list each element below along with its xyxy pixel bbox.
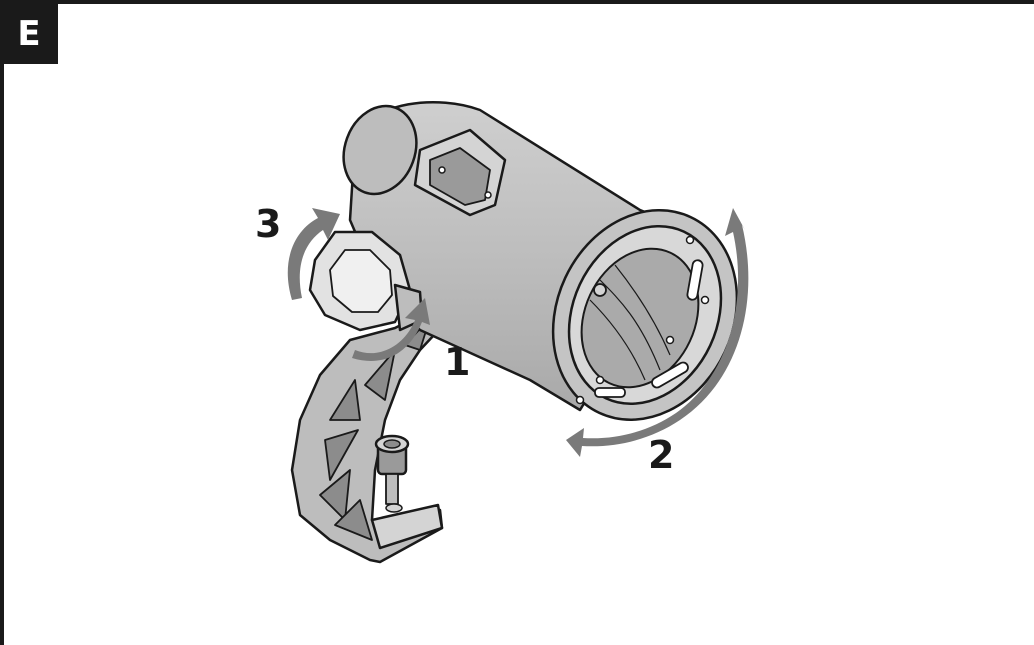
step-label-1: 1 <box>444 340 471 384</box>
rotate-arrow-ring <box>566 208 749 457</box>
step-label-2: 2 <box>648 433 675 477</box>
top-border-rule <box>0 0 1034 4</box>
mounting-bracket <box>290 303 450 564</box>
rotate-arrow-knob <box>287 208 340 300</box>
section-letter-tab: E <box>0 0 58 64</box>
left-border-rule <box>0 0 4 645</box>
step-label-3: 3 <box>255 202 282 246</box>
front-bayonet-ring <box>551 209 739 421</box>
rotate-arrow-bracket <box>352 298 430 361</box>
